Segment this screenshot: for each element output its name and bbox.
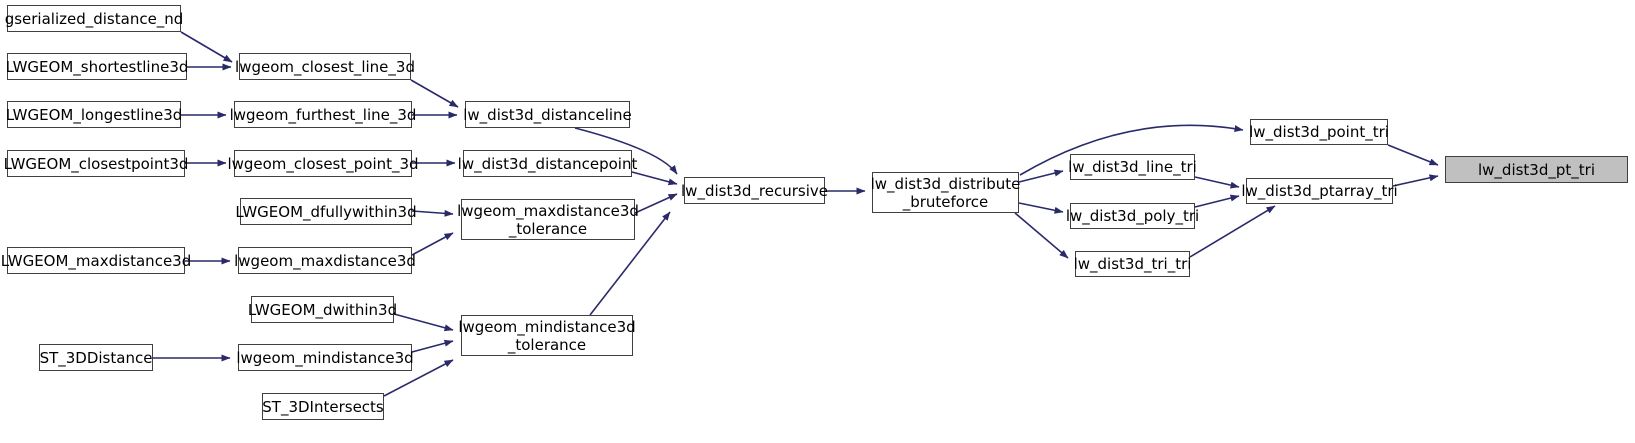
- graph-node-lw_dist3d_poly_tri[interactable]: lw_dist3d_poly_tri: [1066, 203, 1199, 229]
- graph-node-lwgeom_mindistance3d[interactable]: lwgeom_mindistance3d: [236, 344, 414, 371]
- graph-node-LWGEOM_longestline3d[interactable]: LWGEOM_longestline3d: [6, 101, 182, 128]
- graph-node-lwgeom_maxdistance3d_tolerance[interactable]: lwgeom_maxdistance3d _tolerance: [457, 199, 639, 240]
- edge-LWGEOM_dfullywithin3d-to-lwgeom_maxdistance3d_tolerance: [411, 209, 454, 217]
- edge-lw_dist3d_poly_tri-to-lw_dist3d_ptarray_tri: [1194, 194, 1240, 208]
- graph-node-LWGEOM_dfullywithin3d[interactable]: LWGEOM_dfullywithin3d: [235, 198, 417, 225]
- edge-lwgeom_maxdistance3d_tolerance-to-lw_dist3d_recursive: [634, 193, 678, 214]
- edge-ST_3DIntersects-to-lwgeom_mindistance3d_tolerance: [383, 359, 454, 397]
- edge-lw_dist3d_distribute_bruteforce-to-lw_dist3d_line_tri: [1018, 169, 1064, 183]
- edge-lwgeom_closest_line_3d-to-lw_dist3d_distanceline: [410, 79, 459, 108]
- edge-lw_dist3d_distribute_bruteforce-to-lw_dist3d_tri_tri: [1014, 212, 1069, 259]
- graph-node-lw_dist3d_tri_tri[interactable]: lw_dist3d_tri_tri: [1074, 251, 1191, 277]
- graph-node-lw_dist3d_distancepoint[interactable]: lw_dist3d_distancepoint: [458, 150, 637, 177]
- edge-lw_dist3d_distribute_bruteforce-to-lw_dist3d_point_tri: [1019, 124, 1244, 176]
- edge-lw_dist3d_distribute_bruteforce-to-lw_dist3d_poly_tri: [1018, 202, 1064, 214]
- graph-node-ST_3DDistance[interactable]: ST_3DDistance: [39, 344, 153, 371]
- graph-node-lw_dist3d_ptarray_tri[interactable]: lw_dist3d_ptarray_tri: [1241, 178, 1398, 204]
- graph-node-lw_dist3d_distanceline[interactable]: lw_dist3d_distanceline: [463, 101, 632, 128]
- edge-lw_dist3d_line_tri-to-lw_dist3d_ptarray_tri: [1194, 176, 1240, 189]
- edge-lwgeom_mindistance3d-to-lwgeom_mindistance3d_tolerance: [411, 339, 454, 353]
- graph-node-lwgeom_closest_line_3d[interactable]: lwgeom_closest_line_3d: [235, 53, 415, 80]
- edge-lwgeom_mindistance3d_tolerance-to-lw_dist3d_recursive: [589, 211, 671, 316]
- graph-node-lw_dist3d_pt_tri[interactable]: lw_dist3d_pt_tri: [1445, 156, 1628, 183]
- edge-lw_dist3d_point_tri-to-lw_dist3d_pt_tri: [1387, 144, 1439, 166]
- graph-node-lw_dist3d_recursive[interactable]: lw_dist3d_recursive: [681, 177, 828, 204]
- graph-node-LWGEOM_maxdistance3d[interactable]: LWGEOM_maxdistance3d: [1, 247, 191, 274]
- graph-node-lw_dist3d_point_tri[interactable]: lw_dist3d_point_tri: [1249, 119, 1389, 145]
- edge-gserialized_distance_nd-to-lwgeom_closest_line_3d: [180, 31, 233, 63]
- edge-lw_dist3d_distancepoint-to-lw_dist3d_recursive: [631, 171, 678, 186]
- graph-node-LWGEOM_closestpoint3d[interactable]: LWGEOM_closestpoint3d: [4, 150, 188, 177]
- edge-LWGEOM_dwithin3d-to-lwgeom_mindistance3d_tolerance: [393, 313, 454, 332]
- graph-node-LWGEOM_shortestline3d[interactable]: LWGEOM_shortestline3d: [6, 53, 188, 80]
- graph-node-lw_dist3d_line_tri[interactable]: lw_dist3d_line_tri: [1068, 154, 1197, 180]
- graph-node-LWGEOM_dwithin3d[interactable]: LWGEOM_dwithin3d: [248, 296, 397, 323]
- graph-node-lwgeom_maxdistance3d[interactable]: lwgeom_maxdistance3d: [234, 247, 416, 274]
- edge-lwgeom_maxdistance3d-to-lwgeom_maxdistance3d_tolerance: [411, 232, 454, 256]
- graph-node-ST_3DIntersects[interactable]: ST_3DIntersects: [262, 393, 384, 420]
- graph-node-gserialized_distance_nd[interactable]: gserialized_distance_nd: [5, 5, 183, 32]
- edge-lw_dist3d_distanceline-to-lw_dist3d_recursive: [574, 127, 678, 175]
- graph-node-lwgeom_mindistance3d_tolerance[interactable]: lwgeom_mindistance3d _tolerance: [458, 315, 636, 356]
- graph-node-lw_dist3d_distribute_bruteforce[interactable]: lw_dist3d_distribute _bruteforce: [871, 172, 1020, 213]
- graph-node-lwgeom_furthest_line_3d[interactable]: lwgeom_furthest_line_3d: [230, 101, 416, 128]
- graph-node-lwgeom_closest_point_3d[interactable]: lwgeom_closest_point_3d: [227, 150, 419, 177]
- edge-lw_dist3d_tri_tri-to-lw_dist3d_ptarray_tri: [1189, 205, 1276, 258]
- edge-lw_dist3d_ptarray_tri-to-lw_dist3d_pt_tri: [1392, 174, 1439, 187]
